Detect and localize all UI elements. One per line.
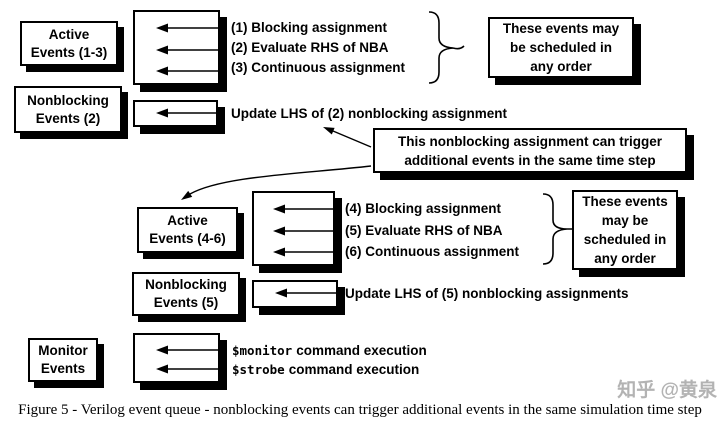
note-line: These events may <box>502 21 620 36</box>
brace-icon <box>542 193 572 265</box>
nonblocking-events-5-label-line2: Events (5) <box>153 295 219 310</box>
nonblocking-events-2-box: Nonblocking Events (2) <box>14 86 122 133</box>
monitor-command-rest: command execution <box>296 343 427 358</box>
left-arrow-icons <box>156 108 216 118</box>
nonblocking-events-5-label-line1: Nonblocking <box>145 277 227 292</box>
any-order-note-1: These events may be scheduled in any ord… <box>488 17 634 78</box>
note-line: be scheduled in <box>509 40 613 55</box>
active-events-4-6-list: (4) Blocking assignment (5) Evaluate RHS… <box>345 198 519 263</box>
left-arrow-icon <box>156 23 218 33</box>
update-lhs-2-text: Update LHS of (2) nonblocking assignment <box>231 106 508 121</box>
arrow-to-update-lhs-icon <box>323 127 372 148</box>
strobe-command-name: $strobe <box>232 362 285 377</box>
note-line: any order <box>530 59 592 74</box>
strobe-command-rest: command execution <box>288 362 420 377</box>
note-line: scheduled in <box>583 232 667 247</box>
any-order-note-2: These events may be scheduled in any ord… <box>572 190 678 270</box>
nonblocking-events-5-box: Nonblocking Events (5) <box>132 272 240 316</box>
active-queue-1-arrows-box <box>133 10 220 85</box>
left-arrow-icons <box>275 288 336 298</box>
event-item-6: (6) Continuous assignment <box>345 244 520 259</box>
left-arrow-icon <box>156 108 216 118</box>
event-item-4: (4) Blocking assignment <box>345 201 502 216</box>
active-events-4-6-label-line1: Active <box>167 213 208 228</box>
event-item-2: (2) Evaluate RHS of NBA <box>231 40 389 55</box>
active-events-1-3-label-line1: Active <box>48 26 90 42</box>
monitor-events-label-line2: Events <box>40 361 86 376</box>
monitor-command-name: $monitor <box>232 343 293 358</box>
nonblocking-events-2-label-line2: Events (2) <box>35 110 101 126</box>
active-events-4-6-box: Active Events (4-6) <box>137 207 238 253</box>
update-lhs-5-text: Update LHS of (5) nonblocking assignment… <box>345 286 629 301</box>
left-arrow-icon <box>156 364 218 374</box>
left-arrow-icon <box>156 66 218 76</box>
brace-icon <box>428 11 465 84</box>
note-line: may be <box>601 213 649 228</box>
trigger-note-line1: This nonblocking assignment can trigger <box>397 133 663 149</box>
monitor-events-label-line1: Monitor <box>38 343 88 358</box>
active-events-1-3-list: (1) Blocking assignment (2) Evaluate RHS… <box>231 18 405 78</box>
left-arrow-icon <box>156 45 218 55</box>
active-events-1-3-label-line2: Events (1-3) <box>30 44 108 60</box>
left-arrow-icon <box>273 226 333 236</box>
left-arrow-icon <box>273 204 333 214</box>
left-arrow-icons <box>273 204 333 257</box>
note-line: These events <box>582 194 668 209</box>
active-events-4-6-label-line2: Events (4-6) <box>149 231 226 246</box>
watermark: 知乎 @黄泉 <box>617 380 717 401</box>
figure-caption: Figure 5 - Verilog event queue - nonbloc… <box>18 402 702 418</box>
active-events-1-3-box: Active Events (1-3) <box>20 21 118 66</box>
trigger-note-box: This nonblocking assignment can trigger … <box>373 128 687 173</box>
monitor-events-box: Monitor Events <box>28 338 98 382</box>
monitor-queue-arrows-box <box>133 333 220 383</box>
left-arrow-icons <box>156 23 218 76</box>
trigger-note-line2: additional events in the same time step <box>404 152 656 168</box>
nonblocking-queue-2-arrow-box <box>133 100 218 127</box>
event-item-3: (3) Continuous assignment <box>231 60 406 75</box>
nonblocking-queue-5-arrow-box <box>252 280 338 308</box>
event-item-5: (5) Evaluate RHS of NBA <box>345 222 503 238</box>
left-arrow-icons <box>156 345 218 374</box>
left-arrow-icon <box>156 345 218 355</box>
note-line: any order <box>594 251 656 266</box>
nonblocking-events-2-label-line1: Nonblocking <box>27 92 109 108</box>
active-queue-3-arrows-box <box>252 191 335 266</box>
event-item-1: (1) Blocking assignment <box>231 20 388 35</box>
left-arrow-icon <box>275 288 336 298</box>
left-arrow-icon <box>273 247 333 257</box>
